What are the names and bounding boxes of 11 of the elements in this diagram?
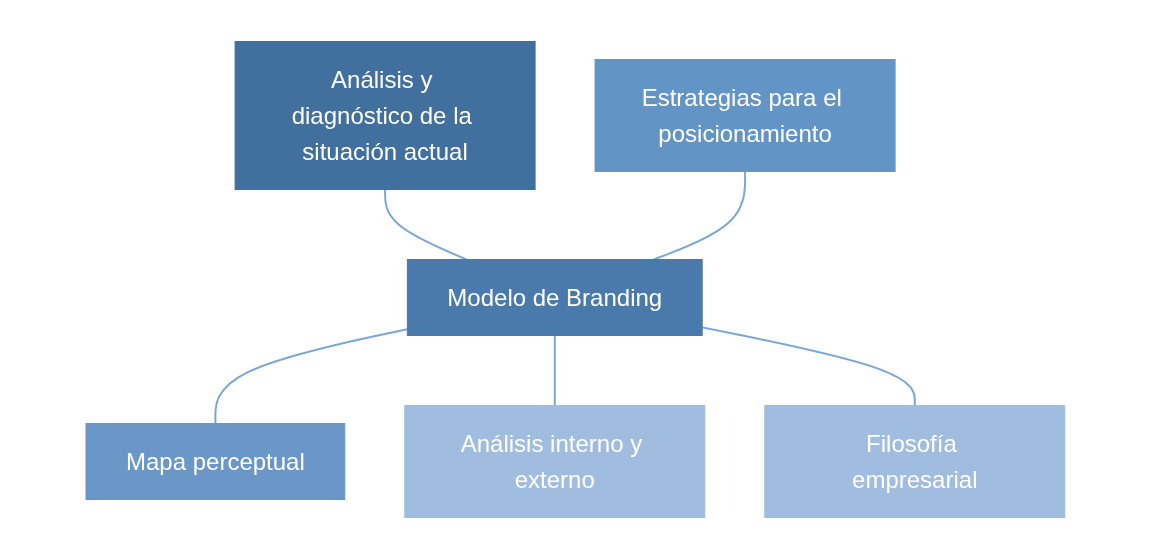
connector [553,334,556,407]
node-box: Modelo de Branding [407,259,703,336]
node-box: Mapa perceptual [85,423,346,500]
node-box: Estrategias para el posicionamiento [594,59,896,172]
connector [652,170,747,261]
connector [701,326,916,407]
node-box: Análisis y diagnóstico de la situación actual [234,41,536,190]
node-box: Análisis interno y externo [404,405,706,518]
connector [384,188,468,261]
node-box: Filosofía empresarial [764,405,1066,518]
connector [214,328,409,425]
